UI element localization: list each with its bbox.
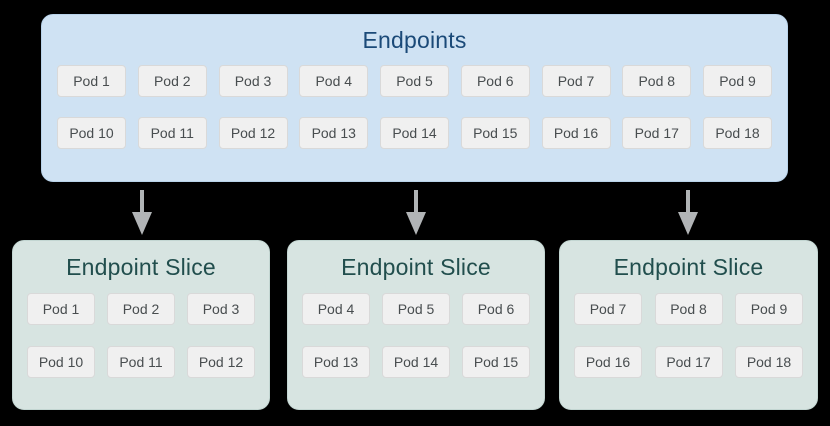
pod-chip: Pod 10 <box>57 117 126 149</box>
pod-chip: Pod 4 <box>299 65 369 97</box>
pod-chip: Pod 8 <box>654 293 723 325</box>
pod-chip: Pod 16 <box>574 346 642 378</box>
endpoint-slice-title: Endpoint Slice <box>613 254 764 280</box>
pod-chip: Pod 17 <box>654 346 723 378</box>
pod-chip: Pod 12 <box>187 346 255 378</box>
endpoint-slice-box-2: Endpoint Slice Pod 4 Pod 5 Pod 6 Pod 13 … <box>287 240 545 410</box>
endpoint-slice-title: Endpoint Slice <box>66 254 216 280</box>
pod-chip: Pod 2 <box>107 293 175 325</box>
pod-chip: Pod 8 <box>622 65 692 97</box>
pod-chip: Pod 7 <box>574 293 642 325</box>
slice-pod-row-1: Pod 4 Pod 5 Pod 6 <box>288 293 544 325</box>
down-arrow-icon <box>678 190 698 235</box>
pod-chip: Pod 18 <box>703 117 772 149</box>
pod-chip: Pod 14 <box>382 346 450 378</box>
pod-chip: Pod 15 <box>460 117 530 149</box>
pod-chip: Pod 7 <box>541 65 611 97</box>
pod-chip: Pod 3 <box>187 293 255 325</box>
pod-chip: Pod 13 <box>299 117 369 149</box>
pod-chip: Pod 1 <box>57 65 126 97</box>
pod-chip: Pod 6 <box>462 293 530 325</box>
slice-pod-row-2: Pod 10 Pod 11 Pod 12 <box>13 346 269 378</box>
pod-chip: Pod 18 <box>735 346 803 378</box>
pod-chip: Pod 5 <box>382 293 450 325</box>
pod-chip: Pod 9 <box>703 65 772 97</box>
endpoint-slice-box-3: Endpoint Slice Pod 7 Pod 8 Pod 9 Pod 16 … <box>559 240 818 410</box>
pod-chip: Pod 6 <box>460 65 530 97</box>
endpoints-title: Endpoints <box>362 27 467 53</box>
pod-chip: Pod 11 <box>137 117 207 149</box>
pod-chip: Pod 17 <box>622 117 692 149</box>
pod-chip: Pod 3 <box>218 65 288 97</box>
down-arrow-icon <box>406 190 426 235</box>
pod-chip: Pod 4 <box>302 293 370 325</box>
pod-chip: Pod 10 <box>27 346 95 378</box>
endpoints-pod-row-1: Pod 1 Pod 2 Pod 3 Pod 4 Pod 5 Pod 6 Pod … <box>42 65 787 97</box>
slice-pod-row-2: Pod 13 Pod 14 Pod 15 <box>288 346 544 378</box>
endpoint-slice-box-1: Endpoint Slice Pod 1 Pod 2 Pod 3 Pod 10 … <box>12 240 270 410</box>
endpoint-slice-title: Endpoint Slice <box>341 254 491 280</box>
pod-chip: Pod 12 <box>218 117 288 149</box>
endpoints-pod-row-2: Pod 10 Pod 11 Pod 12 Pod 13 Pod 14 Pod 1… <box>42 117 787 149</box>
pod-chip: Pod 9 <box>735 293 803 325</box>
pod-chip: Pod 13 <box>302 346 370 378</box>
slice-pod-row-2: Pod 16 Pod 17 Pod 18 <box>560 346 817 378</box>
down-arrow-icon <box>132 190 152 235</box>
slice-pod-row-1: Pod 7 Pod 8 Pod 9 <box>560 293 817 325</box>
pod-chip: Pod 5 <box>380 65 449 97</box>
pod-chip: Pod 14 <box>380 117 449 149</box>
endpoints-box: Endpoints Pod 1 Pod 2 Pod 3 Pod 4 Pod 5 … <box>41 14 788 182</box>
pod-chip: Pod 1 <box>27 293 95 325</box>
pod-chip: Pod 2 <box>137 65 207 97</box>
slice-pod-row-1: Pod 1 Pod 2 Pod 3 <box>13 293 269 325</box>
pod-chip: Pod 16 <box>541 117 611 149</box>
pod-chip: Pod 11 <box>107 346 175 378</box>
pod-chip: Pod 15 <box>462 346 530 378</box>
